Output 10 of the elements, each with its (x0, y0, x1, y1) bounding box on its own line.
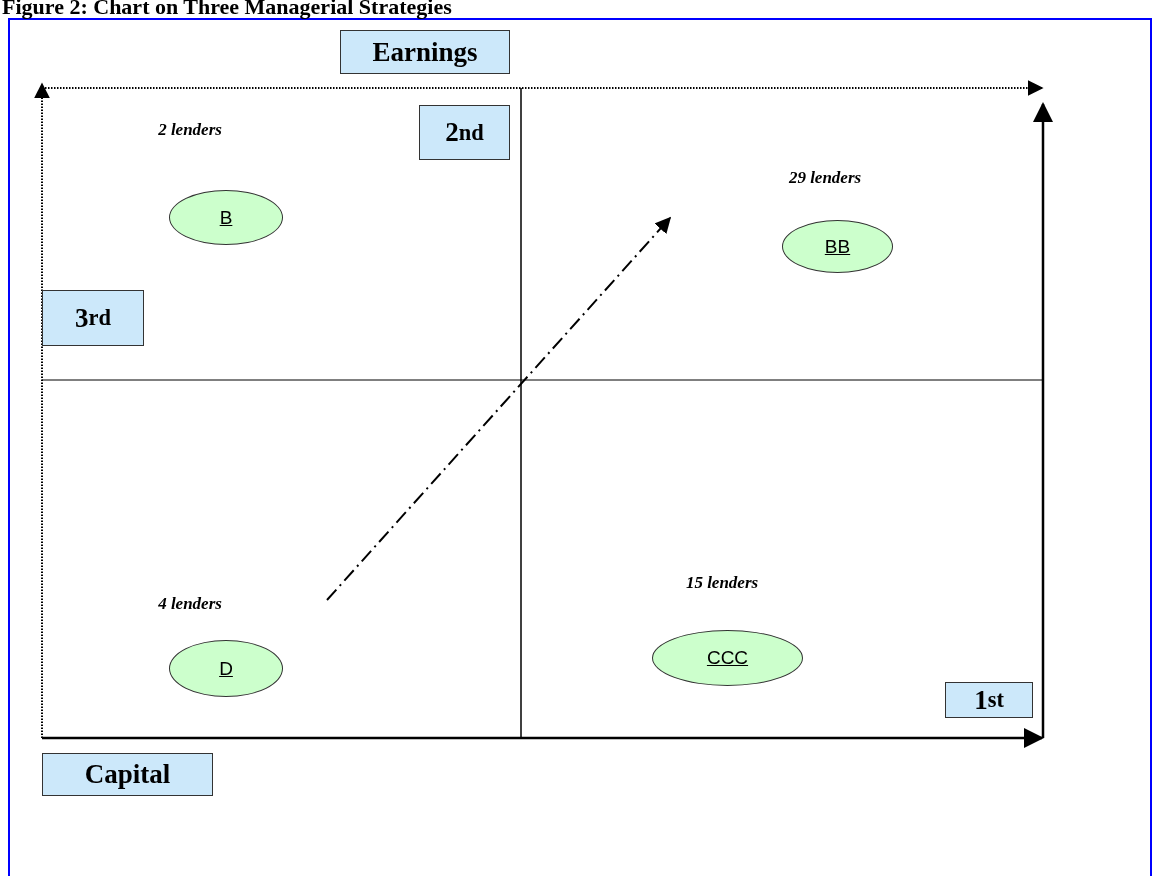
lender-count: 4 lenders (158, 594, 222, 614)
lender-count: 2 lenders (158, 120, 222, 140)
rating-ellipse: BB (782, 220, 893, 273)
lender-count: 29 lenders (788, 168, 862, 188)
lender-count: 15 lenders (685, 573, 759, 593)
label-box: Capital (42, 753, 213, 796)
rating-ellipse: CCC (652, 630, 803, 686)
rating-ellipse: B (169, 190, 283, 245)
label-box: Earnings (340, 30, 510, 74)
rating-ellipse: D (169, 640, 283, 697)
